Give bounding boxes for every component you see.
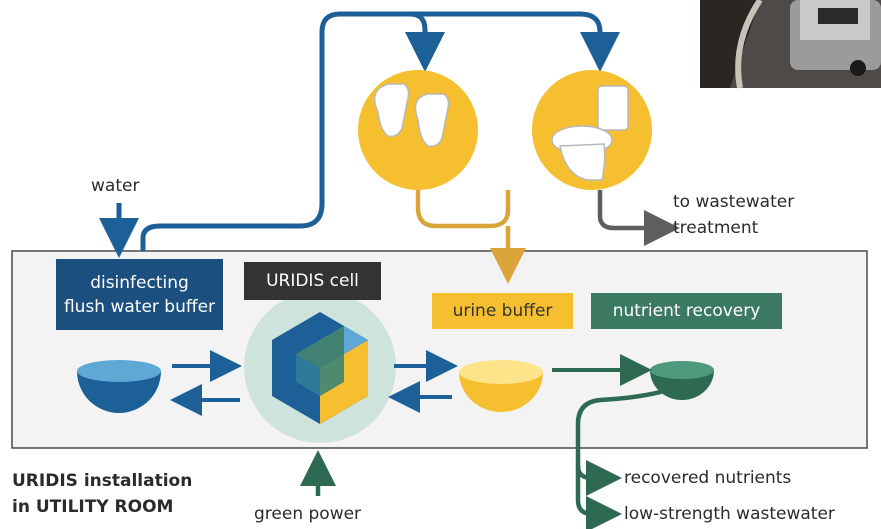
flush-water-branch-urinals [405,11,445,72]
flush-water-supply-line [140,11,620,251]
urine-collection-line [415,190,508,266]
toilet-icon [532,70,652,190]
disinfecting-buffer-bowl [77,360,161,413]
photo-thumbnail [700,0,881,89]
green-power-label: green power [254,504,362,524]
urine-buffer-label: urine buffer [432,293,573,329]
recovered-nutrients-branch [575,460,622,496]
recovered-nutrients-label: recovered nutrients [624,468,792,488]
to-wastewater-label-1: to wastewater [673,192,795,212]
low-strength-wastewater-label: low-strength wastewater [624,504,835,524]
disinfecting-line1: disinfecting [90,272,189,293]
urinals-icon [358,70,478,190]
urine-buffer-bowl [459,360,543,412]
to-wastewater-line [597,190,680,246]
uridis-cell-cube [272,312,368,424]
disinfecting-buffer-label: disinfecting flush water buffer [56,259,223,330]
to-wastewater-label-2: treatment [673,218,759,238]
water-label: water [91,176,140,196]
nutrient-output-line [575,387,669,529]
uridis-cell-label: URIDIS cell [244,262,381,300]
nutrient-recovery-bowl [650,361,714,400]
disinfecting-line2: flush water buffer [63,296,216,317]
installation-label-1: URIDIS installation [12,471,193,491]
installation-label-2: in UTILITY ROOM [12,497,174,517]
nutrient-recovery-label: nutrient recovery [591,293,782,329]
